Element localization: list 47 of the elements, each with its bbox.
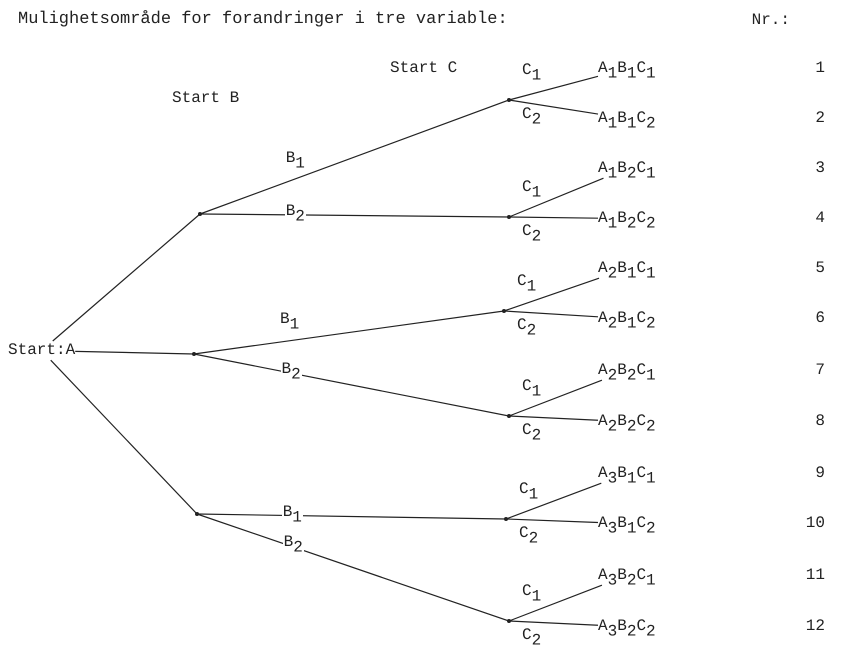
branch-line — [194, 310, 504, 355]
row-number: 2 — [815, 109, 825, 128]
row-number: 1 — [815, 59, 825, 78]
branch-point — [195, 512, 199, 516]
branch-line — [508, 76, 598, 101]
branch-line — [50, 360, 198, 514]
row-number: 4 — [815, 209, 825, 228]
branch-line — [504, 278, 600, 312]
branch-line — [509, 216, 598, 219]
row-number: 8 — [815, 412, 825, 432]
text-label: Nr.: — [752, 11, 790, 30]
branch-line — [194, 353, 510, 417]
start-label: Start:A — [8, 341, 76, 360]
branch-line — [508, 584, 602, 622]
branch-line — [506, 482, 602, 520]
branch-line — [508, 178, 604, 218]
row-number: 12 — [806, 617, 825, 636]
row-number: 10 — [806, 514, 825, 534]
branch-line — [508, 380, 602, 417]
text-label: Start C — [390, 59, 458, 78]
branch-line — [508, 415, 598, 421]
branch-line — [200, 213, 509, 218]
branch-line — [75, 350, 194, 355]
row-number: 6 — [815, 309, 825, 328]
row-number: 9 — [815, 464, 825, 484]
branch-line — [200, 99, 510, 215]
branch-point — [502, 309, 506, 313]
branch-point — [192, 352, 196, 356]
branch-line — [506, 518, 598, 524]
branch-line — [508, 620, 598, 626]
row-number: 3 — [815, 159, 825, 178]
row-number: 7 — [815, 361, 825, 380]
branch-point — [507, 98, 511, 102]
branch-point — [504, 517, 508, 521]
branch-line — [508, 99, 598, 115]
branch-point — [198, 212, 202, 216]
branch-line — [196, 513, 506, 520]
branch-point — [507, 619, 511, 623]
row-number: 11 — [806, 566, 825, 586]
text-label: Start B — [172, 89, 240, 108]
title: Mulighetsområde for forandringer i tre variable: — [18, 10, 508, 30]
branch-line — [52, 214, 200, 342]
branch-point — [507, 215, 511, 219]
branch-point — [507, 414, 511, 418]
branch-line — [196, 513, 510, 622]
row-number: 5 — [815, 259, 825, 278]
branch-line — [504, 310, 598, 318]
